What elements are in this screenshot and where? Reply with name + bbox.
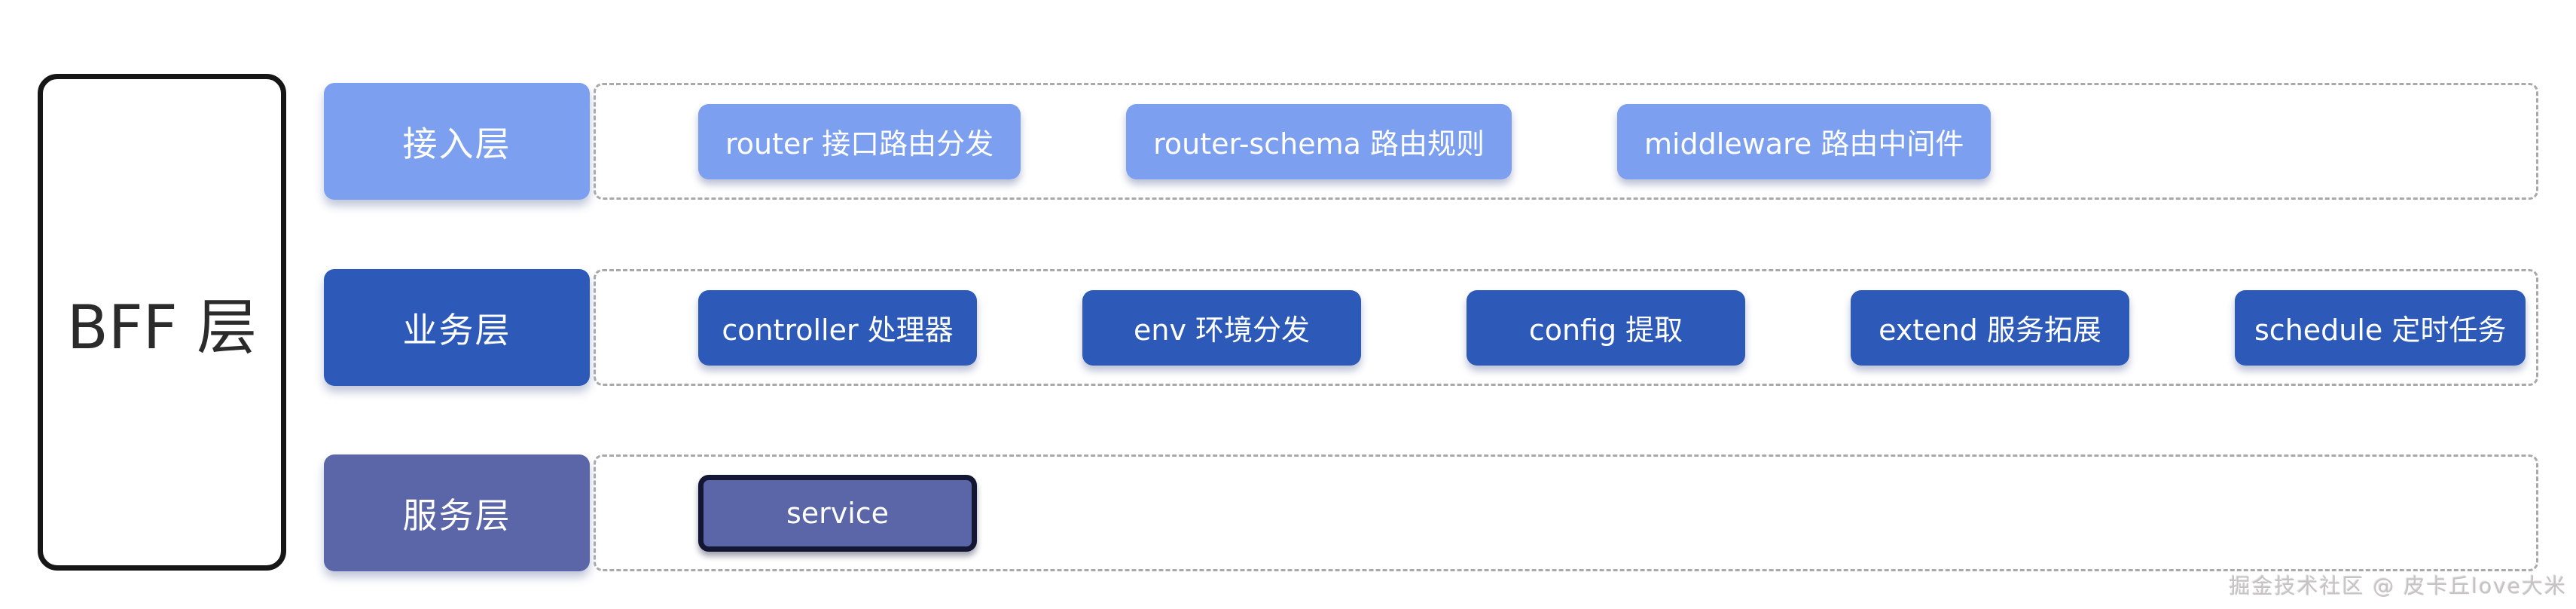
service-layer-group: service <box>594 454 2538 571</box>
access-layer-label: 接入层 <box>324 83 590 200</box>
node-router-schema: router-schema 路由规则 <box>1126 103 1512 179</box>
node-middleware: middleware 路由中间件 <box>1616 103 1992 179</box>
business-layer-row: 业务层 controller 处理器 env 环境分发 config 提取 ex… <box>324 269 2538 386</box>
bff-layer-box: BFF 层 <box>38 74 286 571</box>
node-schedule: schedule 定时任务 <box>2235 289 2526 366</box>
bff-layer-label: BFF 层 <box>66 292 258 363</box>
business-layer-group: controller 处理器 env 环境分发 config 提取 extend… <box>594 269 2538 386</box>
access-layer-group: router 接口路由分发 router-schema 路由规则 middlew… <box>594 83 2538 200</box>
business-layer-label: 业务层 <box>324 269 590 386</box>
node-router: router 接口路由分发 <box>698 103 1021 179</box>
node-controller: controller 处理器 <box>698 289 977 366</box>
node-env: env 环境分发 <box>1082 289 1361 366</box>
watermark-text: 掘金技术社区 @ 皮卡丘love大米 <box>2229 574 2567 598</box>
node-service: service <box>698 474 977 552</box>
access-layer-row: 接入层 router 接口路由分发 router-schema 路由规则 mid… <box>324 83 2538 200</box>
node-config: config 提取 <box>1467 289 1745 366</box>
service-layer-row: 服务层 service <box>324 454 2538 571</box>
service-layer-label: 服务层 <box>324 454 590 571</box>
node-extend: extend 服务拓展 <box>1851 289 2129 366</box>
